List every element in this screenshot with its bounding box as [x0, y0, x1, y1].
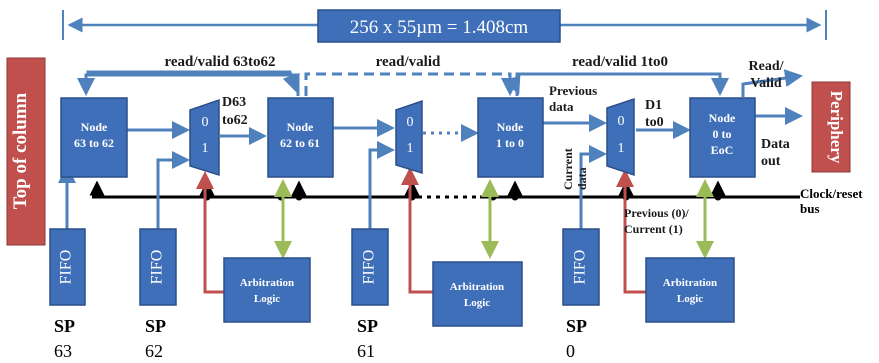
d1-label-2: to0: [645, 115, 664, 130]
svg-text:62: 62: [145, 341, 163, 361]
read-valid-1to0-label: read/valid 1to0: [572, 54, 668, 70]
node-63-62: Node 63 to 62: [60, 97, 128, 178]
sp-label-62: SP 62: [145, 316, 166, 361]
svg-text:0: 0: [618, 114, 625, 129]
read-valid-label: read/valid: [376, 54, 441, 70]
periphery-label: Periphery: [811, 81, 851, 173]
node-0-eoc: Node 0 to EoC: [689, 97, 756, 178]
top-of-column-label: Top of column: [6, 57, 46, 246]
fifo-sp61: FIFO: [351, 228, 389, 306]
node-1-0: Node 1 to 0: [477, 97, 544, 178]
read-valid-out-label-2: Valid: [750, 76, 782, 91]
clock-reset-label-1: Clock/reset: [800, 186, 863, 201]
svg-text:Top of column: Top of column: [10, 92, 31, 209]
svg-text:SP: SP: [566, 316, 587, 336]
previous-data-label-2: data: [549, 99, 574, 114]
clock-reset-label-2: bus: [800, 201, 820, 216]
svg-text:Arbitration: Arbitration: [240, 277, 294, 289]
svg-text:0: 0: [202, 115, 209, 130]
data-out-label-1: Data: [761, 137, 790, 152]
sp-label-61: SP 61: [357, 316, 378, 361]
current-data-label-1: Current: [561, 148, 575, 190]
svg-text:1 to 0: 1 to 0: [496, 136, 524, 150]
svg-text:61: 61: [357, 341, 375, 361]
fifo-sp62: FIFO: [139, 228, 177, 306]
svg-text:Logic: Logic: [464, 297, 490, 309]
fifo-arrows: [58, 141, 607, 229]
svg-text:EoC: EoC: [711, 143, 734, 157]
svg-text:Node: Node: [81, 120, 108, 134]
sp-label-63: SP 63: [54, 316, 75, 361]
read-valid-63to62-label: read/valid 63to62: [165, 54, 276, 70]
mux-63-62: 0 1: [189, 98, 220, 177]
arbitration-logic-3: Arbitration Logic: [645, 257, 735, 323]
node-62-61: Node 62 to 61: [267, 97, 334, 178]
d1-label-1: D1: [645, 98, 662, 113]
svg-text:Periphery: Periphery: [827, 91, 846, 164]
fifo-sp0: FIFO: [562, 228, 600, 306]
svg-text:Node: Node: [497, 120, 524, 134]
clock-reset-bus: [89, 180, 800, 201]
svg-text:FIFO: FIFO: [58, 250, 75, 285]
svg-text:FIFO: FIFO: [572, 250, 589, 285]
select-label-2: Current (1): [624, 222, 683, 236]
arbitration-logic-2: Arbitration Logic: [432, 261, 523, 327]
svg-text:FIFO: FIFO: [149, 250, 166, 285]
svg-text:Arbitration: Arbitration: [663, 277, 717, 289]
read-valid-out-label-1: Read/: [749, 59, 785, 74]
svg-text:63 to 62: 63 to 62: [74, 136, 114, 150]
svg-text:SP: SP: [145, 316, 166, 336]
dimension-label-box: [317, 9, 561, 43]
read-valid-bus: [77, 69, 803, 97]
data-out-label-2: out: [761, 154, 781, 169]
dimension-label: 256 x 55µm = 1.408cm: [350, 17, 529, 38]
sp-label-0: SP 0: [566, 316, 587, 361]
svg-text:Node: Node: [287, 120, 314, 134]
svg-text:Logic: Logic: [254, 293, 280, 305]
svg-text:SP: SP: [357, 316, 378, 336]
previous-data-label-1: Previous: [549, 83, 597, 98]
svg-text:Logic: Logic: [677, 293, 703, 305]
svg-text:0 to: 0 to: [713, 127, 732, 141]
svg-text:1: 1: [618, 141, 625, 156]
svg-text:SP: SP: [54, 316, 75, 336]
svg-text:FIFO: FIFO: [361, 250, 378, 285]
arbitration-select-arrows: [196, 167, 646, 294]
svg-text:63: 63: [54, 341, 72, 361]
mux-1-0: 0 1: [606, 97, 635, 177]
svg-text:Node: Node: [709, 111, 736, 125]
arbitration-node-arrows: [274, 179, 714, 259]
dimension-indicator: 256 x 55µm = 1.408cm: [62, 9, 827, 43]
arbitration-logic-1: Arbitration Logic: [223, 257, 311, 323]
svg-text:0: 0: [407, 115, 414, 130]
svg-text:0: 0: [566, 341, 575, 361]
svg-text:Arbitration: Arbitration: [450, 281, 504, 293]
d63-label-2: to62: [222, 113, 248, 128]
mux-62-61: 0 1: [395, 99, 423, 175]
data-path-arrows: [127, 107, 803, 145]
svg-text:1: 1: [407, 141, 414, 156]
current-data-label-2: data: [575, 167, 589, 190]
svg-text:62 to 61: 62 to 61: [280, 136, 320, 150]
select-label-1: Previous (0)/: [624, 206, 689, 220]
d63-label-1: D63: [222, 95, 246, 110]
fifo-sp63: FIFO: [49, 228, 86, 306]
svg-text:1: 1: [202, 141, 209, 156]
